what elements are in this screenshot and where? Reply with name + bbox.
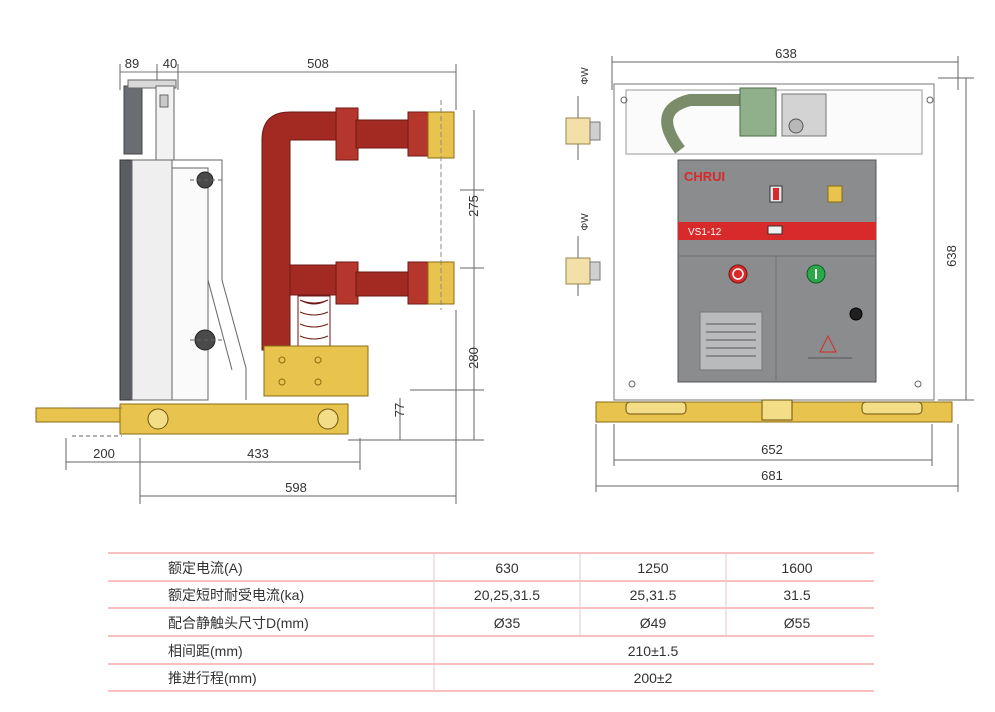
dim-681: 681 — [761, 468, 783, 483]
dim-77: 77 — [392, 403, 407, 417]
brand-logo: CHRUI — [684, 169, 725, 184]
table-row: 额定电流(A) 630 1250 1600 — [168, 560, 813, 576]
phi-w-label-top: ΦW — [580, 67, 591, 85]
table-cell: Ø35 — [494, 615, 521, 631]
table-cell: 1600 — [781, 560, 812, 576]
row-label: 额定短时耐受电流(ka) — [168, 587, 304, 603]
dim-280: 280 — [466, 347, 481, 369]
table-grid — [108, 552, 874, 692]
dim-275: 275 — [466, 195, 481, 217]
front-view-labels: 638 638 652 681 ΦW ΦW CHRUI VS1-12 — [580, 46, 959, 483]
table-cell: 210±1.5 — [628, 643, 679, 659]
table-row: 额定短时耐受电流(ka) 20,25,31.5 25,31.5 31.5 — [168, 587, 811, 603]
table-row: 相间距(mm) 210±1.5 — [168, 643, 678, 659]
technical-drawing: 89 40 508 275 280 77 200 433 598 — [35, 46, 974, 504]
model-label: VS1-12 — [688, 227, 722, 238]
side-view-dimensions: 89 40 508 275 280 77 200 433 598 — [93, 56, 481, 495]
dim-200: 200 — [93, 446, 115, 461]
dim-433: 433 — [247, 446, 269, 461]
dim-638-right: 638 — [944, 245, 959, 267]
table-cell: 1250 — [637, 560, 668, 576]
row-label: 额定电流(A) — [168, 560, 243, 576]
table-cell: 630 — [495, 560, 519, 576]
row-label: 相间距(mm) — [168, 643, 243, 659]
row-label: 配合静触头尺寸D(mm) — [168, 615, 309, 631]
table-cell: 25,31.5 — [630, 587, 677, 603]
table-cell: Ø49 — [640, 615, 667, 631]
side-view — [35, 64, 484, 504]
dim-89: 89 — [125, 56, 139, 71]
table-cell: 31.5 — [783, 587, 810, 603]
table-cell: Ø55 — [784, 615, 811, 631]
dim-638-top: 638 — [775, 46, 797, 61]
table-row: 配合静触头尺寸D(mm) Ø35 Ø49 Ø55 — [168, 615, 810, 631]
dim-40: 40 — [163, 56, 177, 71]
dim-508: 508 — [307, 56, 329, 71]
dim-652: 652 — [761, 442, 783, 457]
phi-w-label-mid: ΦW — [580, 213, 591, 231]
row-label: 推进行程(mm) — [168, 670, 257, 686]
table-row: 推进行程(mm) 200±2 — [168, 670, 673, 686]
dim-598: 598 — [285, 480, 307, 495]
table-cell: 200±2 — [634, 670, 673, 686]
table-body: 额定电流(A) 630 1250 1600 额定短时耐受电流(ka) 20,25… — [168, 560, 813, 686]
front-view — [565, 56, 974, 492]
table-cell: 20,25,31.5 — [474, 587, 540, 603]
